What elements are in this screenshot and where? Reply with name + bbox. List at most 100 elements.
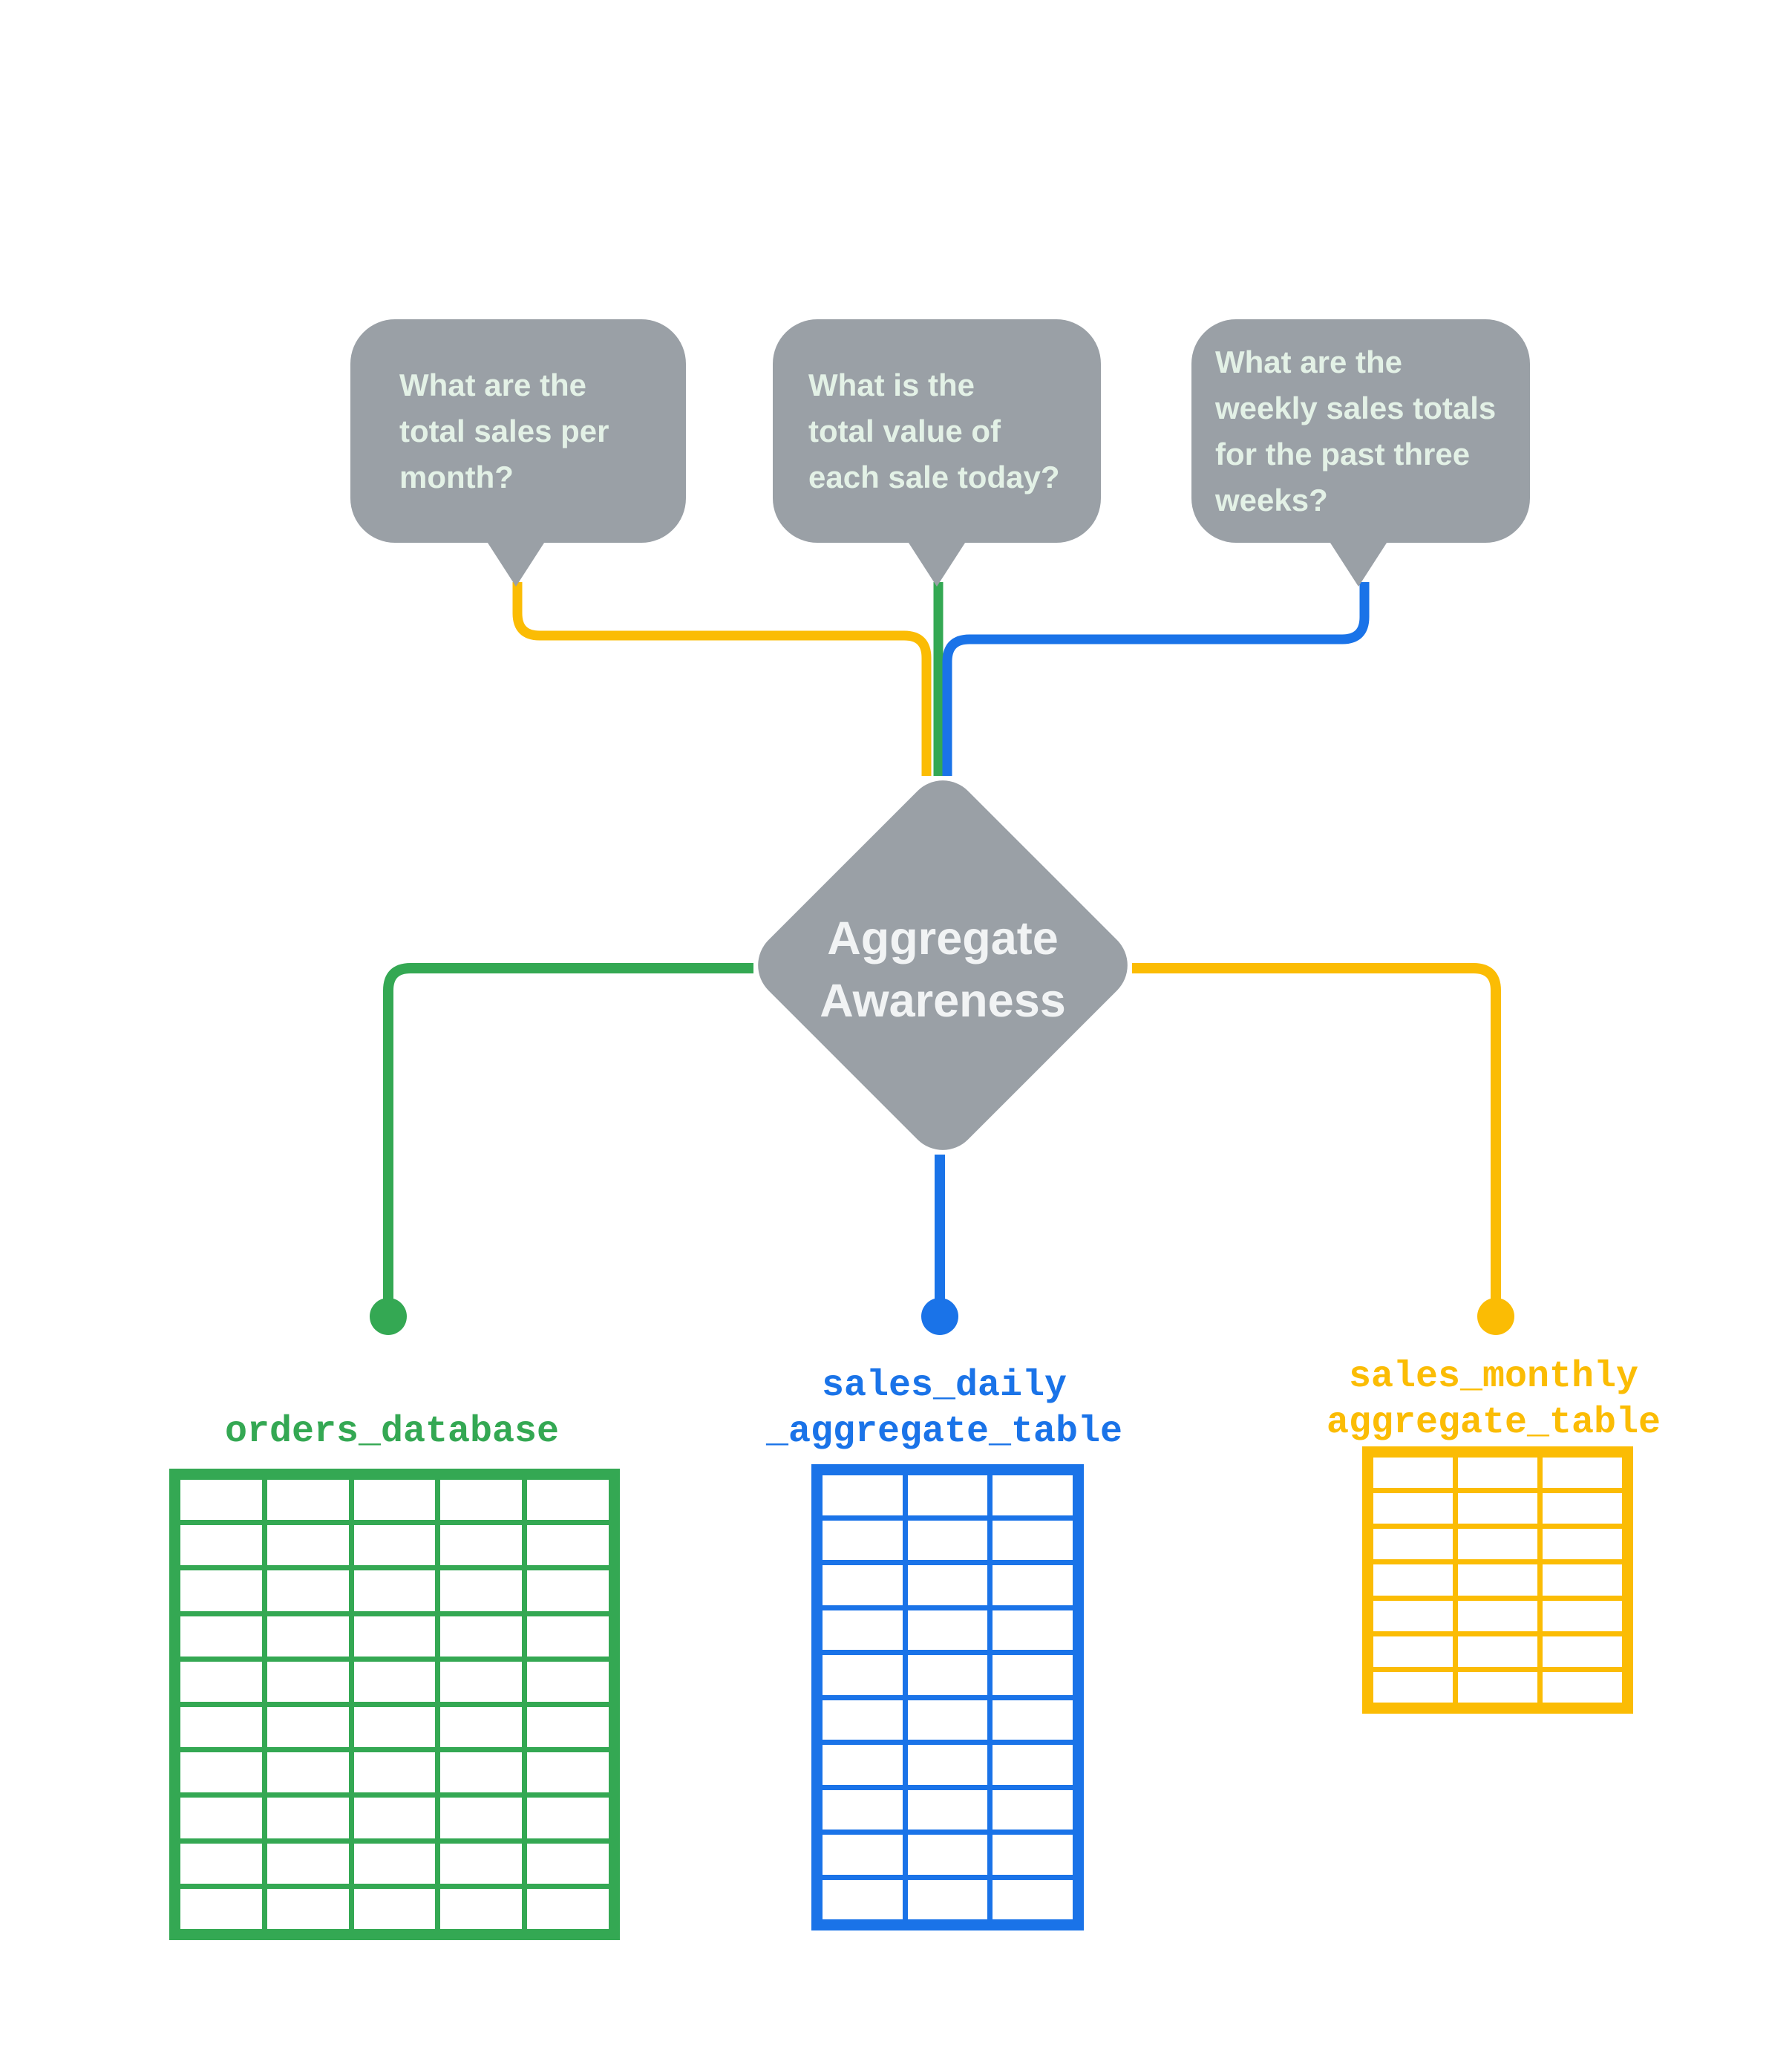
table-cell — [353, 1843, 436, 1884]
table-cell — [180, 1616, 262, 1657]
question-bubble-total-sales-per-month: What are the total sales per month? — [350, 319, 686, 587]
table-cell — [266, 1525, 349, 1566]
table-cell — [440, 1570, 523, 1611]
aggregate-awareness-label: Aggregate Awareness — [757, 907, 1128, 1032]
table-cell — [1543, 1671, 1622, 1703]
table-cell — [527, 1843, 609, 1884]
green-endpoint-dot — [370, 1298, 407, 1335]
table-cell — [266, 1616, 349, 1657]
table-cell — [1543, 1458, 1622, 1489]
table-cell — [823, 1475, 903, 1515]
table-cell — [180, 1525, 262, 1566]
table-cell — [907, 1700, 988, 1740]
table-cell — [907, 1789, 988, 1830]
table-label-line: _aggregate_table — [765, 1411, 1123, 1453]
table-cell — [993, 1610, 1073, 1650]
yellow-connector-question1-to-diamond — [512, 582, 932, 776]
table-cell — [1458, 1564, 1537, 1596]
table-cell — [180, 1888, 262, 1929]
table-cell — [1373, 1458, 1453, 1489]
table-cell — [440, 1752, 523, 1793]
table-cell — [440, 1661, 523, 1702]
table-cell — [440, 1798, 523, 1838]
table-cell — [823, 1655, 903, 1695]
table-cell — [180, 1798, 262, 1838]
table-cell — [1373, 1600, 1453, 1631]
table-sales-monthly-aggregate — [1362, 1446, 1633, 1714]
table-cell — [527, 1480, 609, 1521]
table-cell — [993, 1745, 1073, 1785]
table-cell — [907, 1879, 988, 1919]
table-cell — [1458, 1493, 1537, 1524]
table-cell — [527, 1661, 609, 1702]
table-cell — [527, 1798, 609, 1838]
table-label-line: orders_database — [224, 1411, 560, 1453]
table-cell — [907, 1745, 988, 1785]
table-cell — [993, 1700, 1073, 1740]
table-cell — [907, 1655, 988, 1695]
bubble-tail — [486, 541, 546, 587]
table-cell — [266, 1661, 349, 1702]
table-cell — [266, 1752, 349, 1793]
table-cell — [907, 1835, 988, 1875]
table-cell — [1543, 1493, 1622, 1524]
table-cell — [907, 1475, 988, 1515]
table-cell — [353, 1570, 436, 1611]
table-label-sales-daily-aggregate: sales_daily _aggregate_table — [707, 1363, 1182, 1455]
table-cell — [180, 1480, 262, 1521]
bubble-text-line: What is the — [808, 367, 975, 402]
table-cell — [1458, 1636, 1537, 1667]
table-cell — [440, 1843, 523, 1884]
bubble-text-line: What are the — [399, 367, 587, 402]
table-cell — [993, 1655, 1073, 1695]
table-cell — [266, 1570, 349, 1611]
bubble-text-line: each sale today? — [808, 459, 1060, 495]
table-cell — [993, 1565, 1073, 1605]
table-cell — [823, 1745, 903, 1785]
bubble-text-line: month? — [399, 459, 514, 495]
table-cell — [353, 1888, 436, 1929]
table-cell — [1458, 1458, 1537, 1489]
yellow-endpoint-dot — [1477, 1298, 1514, 1335]
table-cell — [907, 1520, 988, 1560]
table-cell — [266, 1480, 349, 1521]
table-cell — [1543, 1600, 1622, 1631]
table-cell — [180, 1661, 262, 1702]
blue-endpoint-dot — [921, 1298, 958, 1335]
table-cell — [353, 1661, 436, 1702]
table-cell — [993, 1835, 1073, 1875]
table-cell — [1458, 1529, 1537, 1560]
table-cell — [907, 1565, 988, 1605]
table-label-line: sales_monthly — [1348, 1356, 1639, 1398]
table-cell — [353, 1525, 436, 1566]
table-label-orders-database: orders_database — [206, 1409, 578, 1455]
table-cell — [440, 1525, 523, 1566]
table-cell — [353, 1480, 436, 1521]
table-cell — [1373, 1493, 1453, 1524]
bubble-text-line: weekly sales totals — [1215, 390, 1497, 425]
table-cell — [907, 1610, 988, 1650]
question-bubble-total-value-each-sale: What is the total value of each sale tod… — [773, 319, 1101, 587]
table-cell — [823, 1565, 903, 1605]
table-cell — [993, 1475, 1073, 1515]
table-cell — [180, 1707, 262, 1748]
bubble-tail — [907, 541, 967, 587]
table-cell — [353, 1752, 436, 1793]
table-cell — [527, 1525, 609, 1566]
table-cell — [440, 1707, 523, 1748]
table-cell — [180, 1843, 262, 1884]
table-cell — [180, 1752, 262, 1793]
table-cell — [1373, 1671, 1453, 1703]
bubble-text-line: What are the — [1215, 344, 1403, 379]
table-cell — [1458, 1671, 1537, 1703]
bubble-text-line: total sales per — [399, 413, 609, 448]
table-cell — [1543, 1636, 1622, 1667]
table-sales-daily-aggregate — [811, 1464, 1084, 1930]
table-cell — [440, 1888, 523, 1929]
question-bubble-weekly-sales-totals: What are the weekly sales totals for the… — [1191, 319, 1530, 587]
bubble-text-line: total value of — [808, 413, 1001, 448]
table-cell — [527, 1752, 609, 1793]
table-cell — [1458, 1600, 1537, 1631]
table-cell — [993, 1879, 1073, 1919]
table-cell — [440, 1616, 523, 1657]
